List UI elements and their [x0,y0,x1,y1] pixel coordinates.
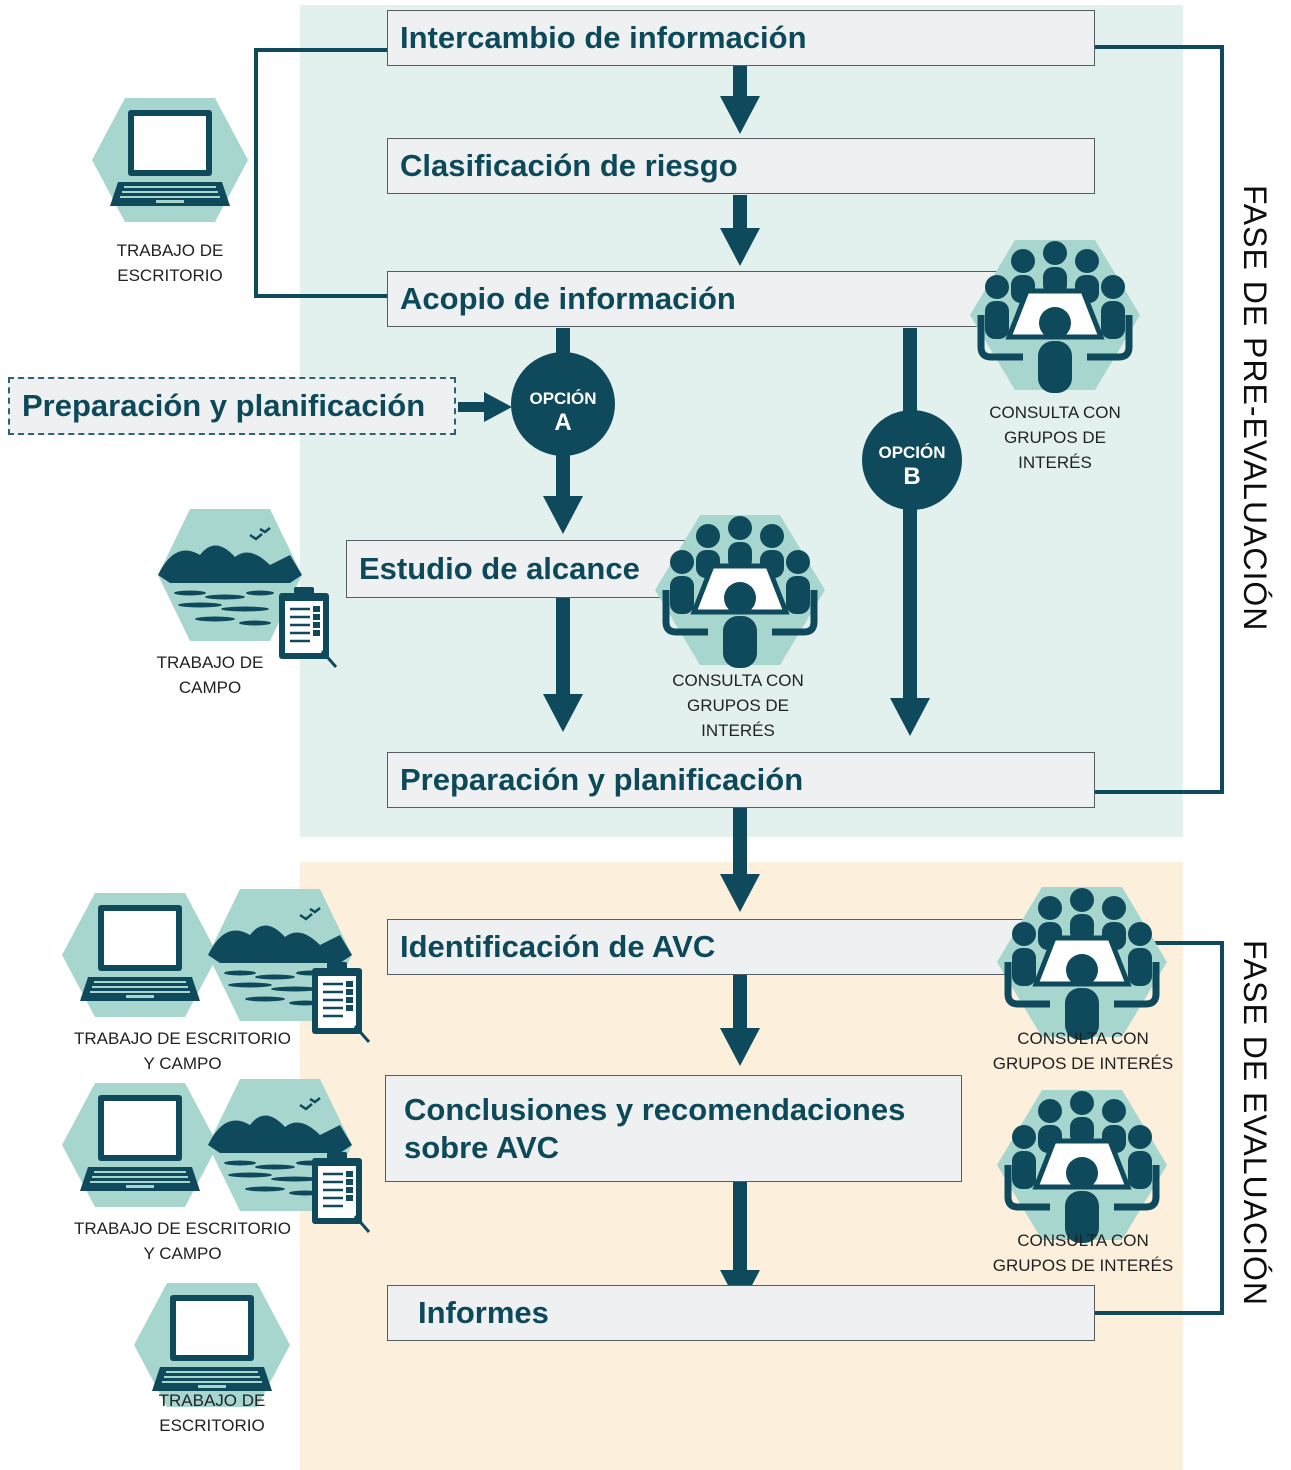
eval-phase-bracket [1095,941,1224,1315]
caption-mixed-work-1: TRABAJO DE ESCRITORIO Y CAMPO [60,1026,305,1076]
clipboard-icon [277,585,338,669]
caption-line: ESCRITORIO [117,266,223,285]
caption-line: GRUPOS DE [686,696,790,715]
caption-line: TRABAJO DE ESCRITORIO [74,1219,291,1238]
caption-consulta-1: CONSULTA CON GRUPOS DE INTERÉS [975,400,1135,475]
caption-line: Y CAMPO [143,1054,222,1073]
caption-desk-work-1: TRABAJO DE ESCRITORIO [100,238,240,288]
caption-line: TRABAJO DE [116,241,224,260]
caption-line: TRABAJO DE ESCRITORIO [74,1029,291,1048]
caption-line: CAMPO [178,678,242,697]
flow-arrows [458,66,930,1308]
clipboard-icon [310,960,371,1044]
caption-mixed-work-2: TRABAJO DE ESCRITORIO Y CAMPO [60,1216,305,1266]
caption-line: GRUPOS DE INTERÉS [992,1256,1174,1275]
caption-line: INTERÉS [1018,453,1092,472]
caption-line: INTERÉS [701,721,775,740]
option-a-label: OPCIÓN [529,389,596,408]
laptop-icon [92,98,248,222]
caption-line: CONSULTA CON [989,403,1121,422]
phase-label-eval: FASE DE EVALUACIÓN [1237,940,1273,1306]
laptop-icon [62,893,218,1017]
phase-label-pre: FASE DE PRE-EVALUACIÓN [1237,185,1273,632]
step-clasificacion: Clasificación de riesgo [387,138,1095,194]
step-preparacion-dashed: Preparación y planificación [8,377,456,435]
step-identificacion: Identificación de AVC [387,919,1095,975]
caption-line: Y CAMPO [143,1244,222,1263]
step-conclusiones: Conclusiones y recomendaciones sobre AVC [385,1075,962,1182]
clipboard-icon [310,1150,371,1234]
step-estudio: Estudio de alcance [346,540,694,598]
option-a-letter: A [554,409,571,436]
laptop-icon [62,1083,218,1207]
option-b-badge: OPCIÓN B [862,410,962,510]
caption-line: GRUPOS DE INTERÉS [992,1054,1174,1073]
caption-desk-work-2: TRABAJO DE ESCRITORIO [142,1388,282,1438]
caption-line: ESCRITORIO [159,1416,265,1435]
option-b-letter: B [903,463,920,490]
option-a-badge: OPCIÓN A [511,352,615,456]
caption-line: TRABAJO DE [156,653,264,672]
caption-line: CONSULTA CON [672,671,804,690]
desk-work-bracket [254,48,388,298]
step-preparacion: Preparación y planificación [387,752,1095,808]
pre-phase-bracket [1095,45,1224,794]
caption-field-work: TRABAJO DE CAMPO [140,650,280,700]
conclusiones-line-1: Conclusiones y recomendaciones [404,1091,906,1127]
option-b-label: OPCIÓN [878,443,945,462]
caption-consulta-3: CONSULTA CON GRUPOS DE INTERÉS [978,1026,1188,1076]
caption-consulta-4: CONSULTA CON GRUPOS DE INTERÉS [978,1228,1188,1278]
step-informes: Informes [387,1285,1095,1341]
caption-line: CONSULTA CON [1017,1231,1149,1250]
caption-line: TRABAJO DE [158,1391,266,1410]
caption-line: CONSULTA CON [1017,1029,1149,1048]
caption-consulta-2: CONSULTA CON GRUPOS DE INTERÉS [658,668,818,743]
caption-line: GRUPOS DE [1003,428,1107,447]
conclusiones-line-2: sobre AVC [404,1129,560,1165]
step-acopio: Acopio de información [387,271,1095,327]
step-intercambio: Intercambio de información [387,10,1095,66]
